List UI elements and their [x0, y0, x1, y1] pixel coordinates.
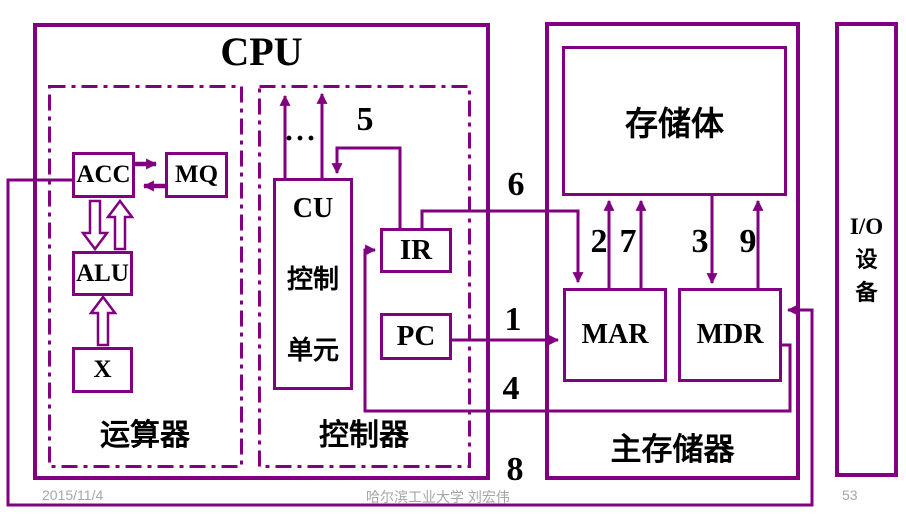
control-signal-ellipsis: ··· — [284, 122, 318, 155]
storage-body-box: 存储体 — [562, 46, 787, 196]
mq-box: MQ — [165, 152, 228, 198]
controller-label: 控制器 — [319, 419, 409, 452]
cu-label-line3: 单元 — [286, 336, 339, 365]
alu-box: ALU — [72, 251, 133, 296]
footer-credit: 哈尔滨工业大学 刘宏伟 — [366, 489, 510, 505]
step-7: 7 — [619, 223, 637, 260]
io-device-label-line3: 备 — [855, 280, 878, 305]
ir-label: IR — [399, 234, 433, 266]
step-4: 4 — [502, 370, 520, 407]
mar-box: MAR — [563, 288, 667, 382]
step-5: 5 — [356, 101, 374, 138]
pc-label: PC — [396, 320, 436, 352]
io-device-label-line2: 设 — [855, 247, 878, 272]
mar-label: MAR — [581, 319, 649, 350]
mq-label: MQ — [174, 161, 219, 188]
footer-date: 2015/11/4 — [42, 487, 104, 503]
ir-box: IR — [380, 228, 452, 273]
io-device-box: I/O 设 备 — [835, 22, 898, 477]
storage-body-label: 存储体 — [625, 107, 724, 143]
alu-label: ALU — [76, 259, 129, 287]
mdr-box: MDR — [678, 288, 782, 382]
arithmetic-unit-label: 运算器 — [100, 419, 190, 452]
step-9: 9 — [739, 223, 757, 260]
cu-box: CU 控制 单元 — [273, 178, 353, 390]
step-6: 6 — [507, 166, 525, 203]
step-1: 1 — [504, 301, 522, 338]
step-8: 8 — [506, 451, 524, 488]
x-register-label: X — [93, 356, 112, 383]
footer-page-number: 53 — [842, 487, 858, 503]
mdr-label: MDR — [696, 319, 764, 350]
io-device-label-line1: I/O — [849, 214, 884, 239]
cu-label-line2: 控制 — [286, 265, 339, 294]
acc-box: ACC — [72, 152, 135, 198]
step-3: 3 — [691, 223, 709, 260]
main-memory-label: 主存储器 — [610, 432, 735, 467]
acc-label: ACC — [76, 161, 131, 188]
cpu-title: CPU — [220, 29, 303, 74]
pc-box: PC — [380, 313, 452, 360]
x-register-box: X — [72, 347, 133, 393]
cu-label-line1: CU — [292, 193, 334, 224]
step-2: 2 — [590, 223, 608, 260]
